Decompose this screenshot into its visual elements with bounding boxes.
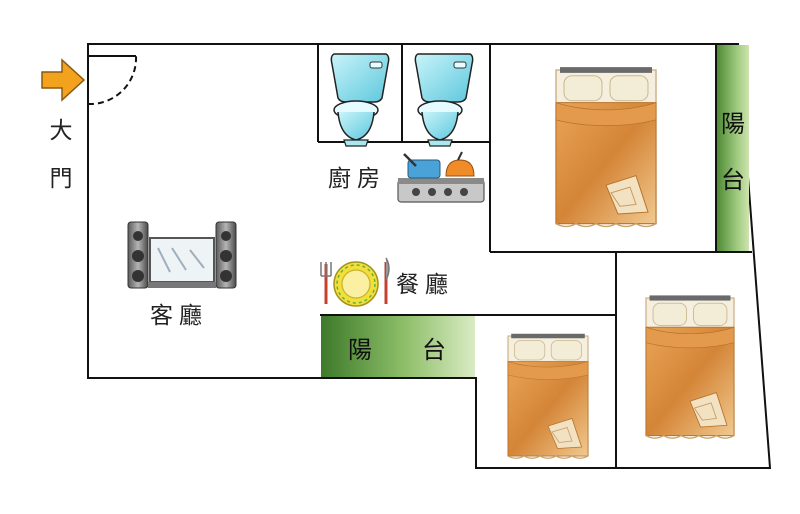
door-swing — [87, 55, 138, 106]
side-balcony-label-1: 陽 — [721, 110, 745, 138]
main-door-label-1: 大 — [50, 118, 79, 144]
door-arrow-icon — [41, 58, 86, 102]
toilet-icon — [330, 53, 390, 147]
stove-icon — [397, 151, 485, 203]
stereo-tv-icon — [127, 221, 237, 289]
balcony: 陽 台 — [321, 316, 475, 377]
bed-icon — [507, 333, 589, 459]
dining-plate-icon — [320, 257, 390, 307]
bed-icon — [555, 66, 657, 228]
main-door-label-2: 門 — [50, 166, 79, 192]
side-balcony-label-2: 台 — [721, 166, 745, 194]
toilet-icon — [414, 53, 474, 147]
living-room-label: 客廳 — [150, 303, 208, 329]
walls — [87, 43, 772, 469]
balcony-label-2: 台 — [422, 336, 446, 364]
side-balcony: 陽 台 — [717, 45, 749, 251]
bed-icon — [645, 294, 735, 439]
dining-room-label: 餐廳 — [396, 272, 454, 298]
balcony-label-1: 陽 — [348, 336, 372, 364]
kitchen-label: 廚房 — [328, 166, 386, 192]
